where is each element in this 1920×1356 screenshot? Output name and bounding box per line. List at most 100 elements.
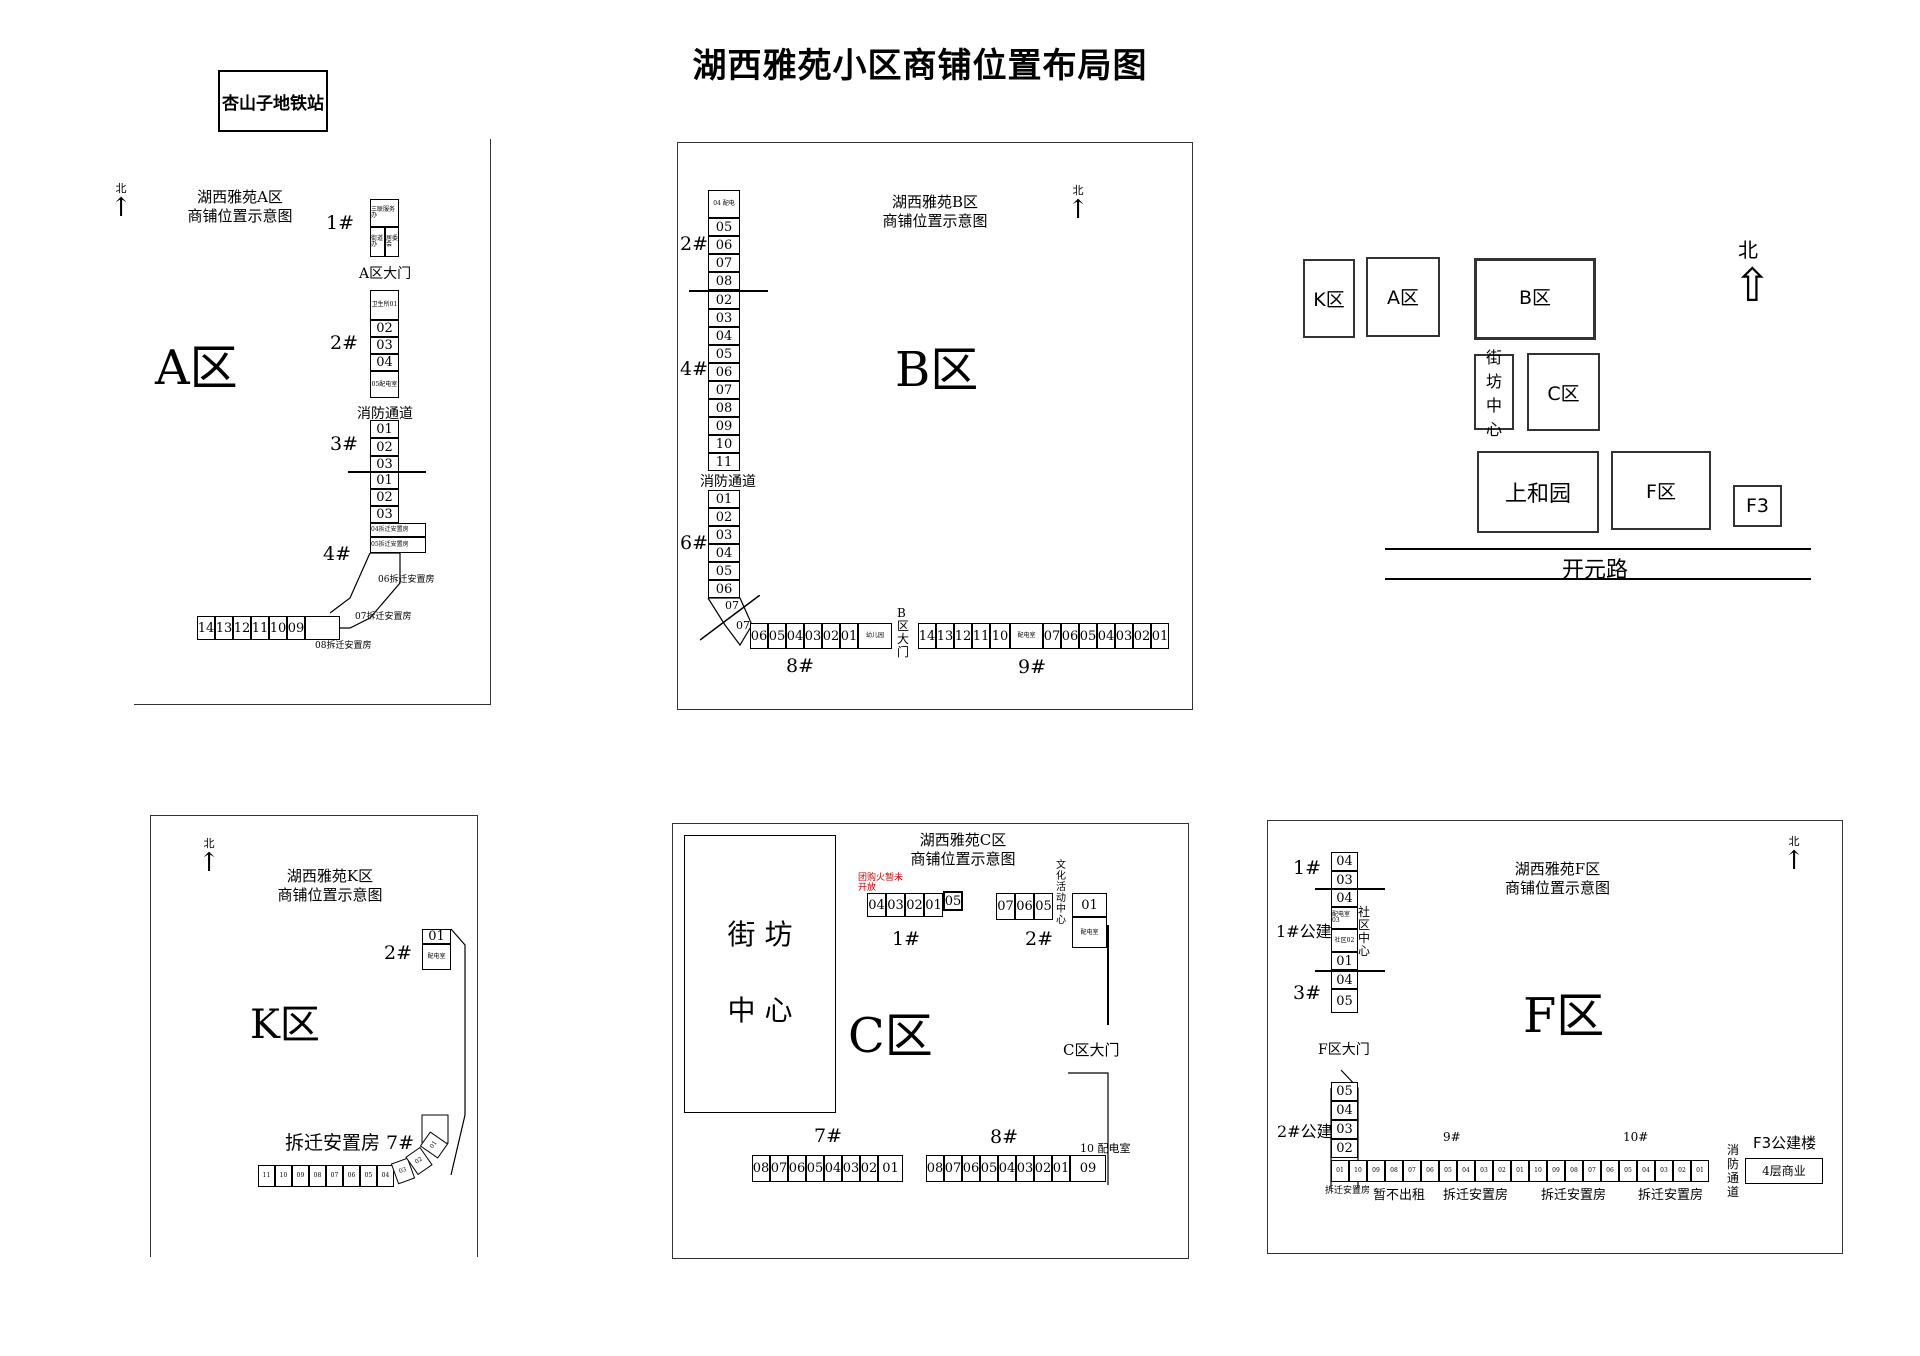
zone-f-row-shop: 05 — [1439, 1160, 1457, 1182]
zone-f-gate-label: F区大门 — [1318, 1042, 1370, 1058]
zone-k-b7-shop: 07 — [326, 1165, 343, 1187]
zone-a-row-shop — [305, 616, 340, 640]
zone-b-b4-shop: 03 — [708, 309, 740, 327]
zone-b-big-label: B区 — [895, 342, 979, 398]
zone-c-b2-right: 01 — [1072, 893, 1107, 917]
map-f3: F3 — [1733, 485, 1782, 527]
zone-f-fire-lane: 消防通道 — [1727, 1143, 1740, 1199]
north-label: 北 — [203, 837, 215, 850]
zone-k-b7-shop: 05 — [360, 1165, 377, 1187]
zone-b-b6-diag: 07 — [736, 619, 750, 632]
zone-b-caption: 湖西雅苑B区 商铺位置示意图 — [860, 193, 1010, 231]
zone-a-gate-label: A区大门 — [359, 266, 412, 282]
zone-a-b2-label: 2# — [330, 332, 359, 354]
zone-b-bend — [700, 595, 760, 647]
zone-k-big-label: K区 — [250, 1002, 320, 1048]
zone-c-gate-label: C区大门 — [1063, 1041, 1120, 1059]
zone-a-b4-small: 04拆迁安置房 — [370, 523, 426, 537]
zone-f-b2gj-shop: 02 — [1331, 1139, 1358, 1158]
zone-k-b7-shop: 10 — [275, 1165, 292, 1187]
zone-b-b9-shop: 01 — [1151, 623, 1169, 649]
zone-c-caption: 湖西雅苑C区 商铺位置示意图 — [888, 831, 1038, 869]
zone-c-b7-shop: 04 — [824, 1155, 842, 1182]
zone-f-row-shop: 10 — [1349, 1160, 1367, 1182]
zone-c-red-note: 团购火暂未开放 — [858, 873, 904, 893]
zone-c-b7-shop: 02 — [860, 1155, 878, 1182]
zone-a-b1-shop: 三联服务办 — [370, 199, 399, 227]
zone-a-b3-shop: 02 — [370, 438, 399, 456]
zone-c-b8-shop: 08 — [926, 1155, 944, 1182]
zone-a-row-shop: 09 — [287, 616, 305, 640]
zone-k-b2-shop: 01 — [422, 929, 451, 944]
zone-b-b9-shop: 04 — [1097, 623, 1115, 649]
zone-b-b9-shop: 03 — [1115, 623, 1133, 649]
zone-b-b8-shop: 04 — [786, 623, 804, 649]
zone-c-b7-shop: 08 — [752, 1155, 770, 1182]
zone-a-b1-shop: 街道办 — [370, 227, 385, 257]
zone-b-b4-shop: 04 — [708, 327, 740, 345]
zone-k-b7-shop: 06 — [343, 1165, 360, 1187]
zone-b-b6-shop: 07 — [725, 599, 739, 612]
zone-f-row-shop: 01 — [1511, 1160, 1529, 1182]
zone-a-b4-small: 07拆迁安置房 — [355, 612, 412, 622]
zone-c-b7-label: 7# — [814, 1125, 843, 1147]
zone-c-b8-shop: 02 — [1034, 1155, 1052, 1182]
zone-c-b8-shop: 06 — [962, 1155, 980, 1182]
zone-c-b7-shop: 06 — [788, 1155, 806, 1182]
caption-line2: 商铺位置示意图 — [277, 886, 383, 904]
map-b-zone: B区 — [1474, 258, 1596, 340]
zone-f-north-arrow: 北↑ — [1783, 835, 1805, 876]
zone-b-b9-shop: 13 — [936, 623, 954, 649]
map-k-zone: K区 — [1303, 259, 1355, 338]
zone-f-row-shop: 03 — [1475, 1160, 1493, 1182]
zone-a-b4-small: 05拆迁安置房 — [370, 537, 426, 553]
map-shanghe-garden: 上和园 — [1477, 451, 1599, 533]
map-north-arrow: 北⇧ — [1733, 238, 1772, 312]
caption-line1: 湖西雅苑B区 — [891, 193, 979, 211]
zone-c-b8-end: 10 配电室 — [1080, 1142, 1131, 1155]
zone-k-b7-shop: 11 — [258, 1165, 275, 1187]
zone-b-b2-label: 2# — [680, 233, 709, 255]
zone-f-gj-note: 社区中心 — [1358, 905, 1371, 958]
zone-f-row-shop: 07 — [1403, 1160, 1421, 1182]
north-label: 北 — [1072, 184, 1084, 197]
zone-f-under: 暂不出租 — [1373, 1188, 1426, 1203]
zone-c-b8-label: 8# — [990, 1126, 1019, 1148]
zone-f-row-shop: 04 — [1457, 1160, 1475, 1182]
zone-a-bend — [330, 553, 401, 629]
zone-b-b6-label: 6# — [680, 532, 709, 554]
zone-a-b4-small: 08拆迁安置房 — [315, 641, 372, 651]
zone-c-b1-shop: 02 — [905, 893, 924, 917]
zone-b-north-arrow: 北↑ — [1067, 184, 1089, 225]
zone-b-b9-shop: 12 — [954, 623, 972, 649]
zone-b-b9-shop: 配电室 — [1010, 623, 1043, 649]
zone-f-row-shop: 02 — [1493, 1160, 1511, 1182]
zone-f-row-shop: 08 — [1565, 1160, 1583, 1182]
zone-b-b9-shop: 02 — [1133, 623, 1151, 649]
zone-f-under: 拆迁安置房 — [1443, 1188, 1509, 1203]
zone-b-b2-shop: 07 — [708, 254, 740, 272]
zone-b-b4-shop: 11 — [708, 453, 740, 471]
zone-c-b1-shop: 01 — [924, 893, 943, 917]
zone-f-row-shop: 07 — [1583, 1160, 1601, 1182]
zone-f-b1gj-label: 1#公建 — [1276, 922, 1332, 941]
zone-c-b2-shop: 07 — [996, 893, 1015, 920]
zone-b-b8-shop: 03 — [804, 623, 822, 649]
zone-f-row-shop: 03 — [1655, 1160, 1673, 1182]
zone-a-panel — [134, 139, 491, 705]
zone-b-b4-label: 4# — [680, 358, 709, 380]
caption-line1: 湖西雅苑A区 — [197, 188, 283, 206]
zone-c-b1-shop: 03 — [886, 893, 905, 917]
zone-b-b2-shop: 08 — [708, 272, 740, 290]
north-label: 北 — [1738, 238, 1758, 262]
zone-f-b3-shop: 04 — [1331, 971, 1358, 989]
zone-c-b1-shop: 05 — [943, 891, 963, 911]
zone-c-b8-shop: 05 — [980, 1155, 998, 1182]
zone-f-b1-label: 1# — [1293, 857, 1322, 879]
zone-c-jiefang-center: 街 坊 中 心 — [684, 835, 836, 1113]
zone-b-b4-shop: 06 — [708, 363, 740, 381]
zone-f-under: 拆迁安置房 — [1638, 1188, 1704, 1203]
zone-b-divider — [689, 290, 768, 292]
zone-b-b9-shop: 14 — [918, 623, 936, 649]
map-road-label: 开元路 — [1562, 558, 1629, 583]
